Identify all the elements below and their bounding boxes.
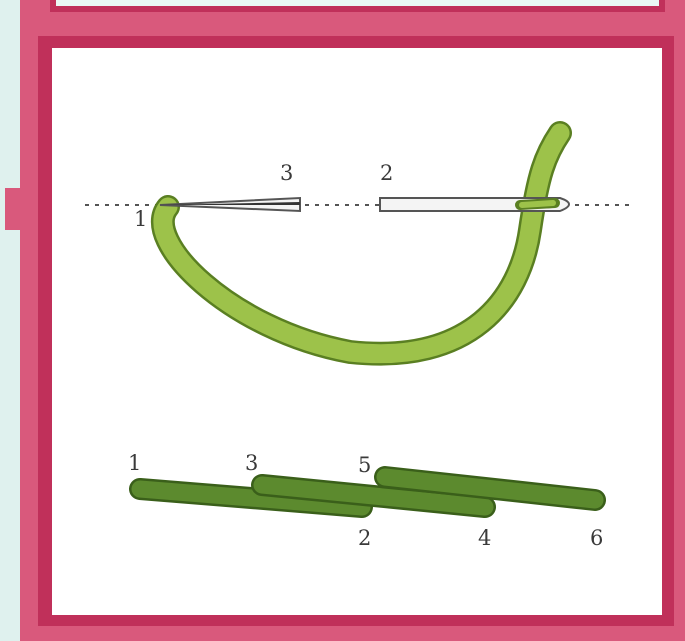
- label-bottom-1: 1: [128, 451, 141, 475]
- label-bottom-4: 4: [478, 526, 491, 550]
- label-needle-out-2: 2: [380, 161, 393, 185]
- label-bottom-5: 5: [358, 453, 371, 477]
- label-bottom-2: 2: [358, 526, 371, 550]
- label-entry-1: 1: [134, 207, 147, 231]
- label-bottom-6: 6: [590, 526, 603, 550]
- label-bottom-3: 3: [245, 451, 258, 475]
- label-needle-in-3: 3: [280, 161, 293, 185]
- left-tab: [5, 188, 23, 230]
